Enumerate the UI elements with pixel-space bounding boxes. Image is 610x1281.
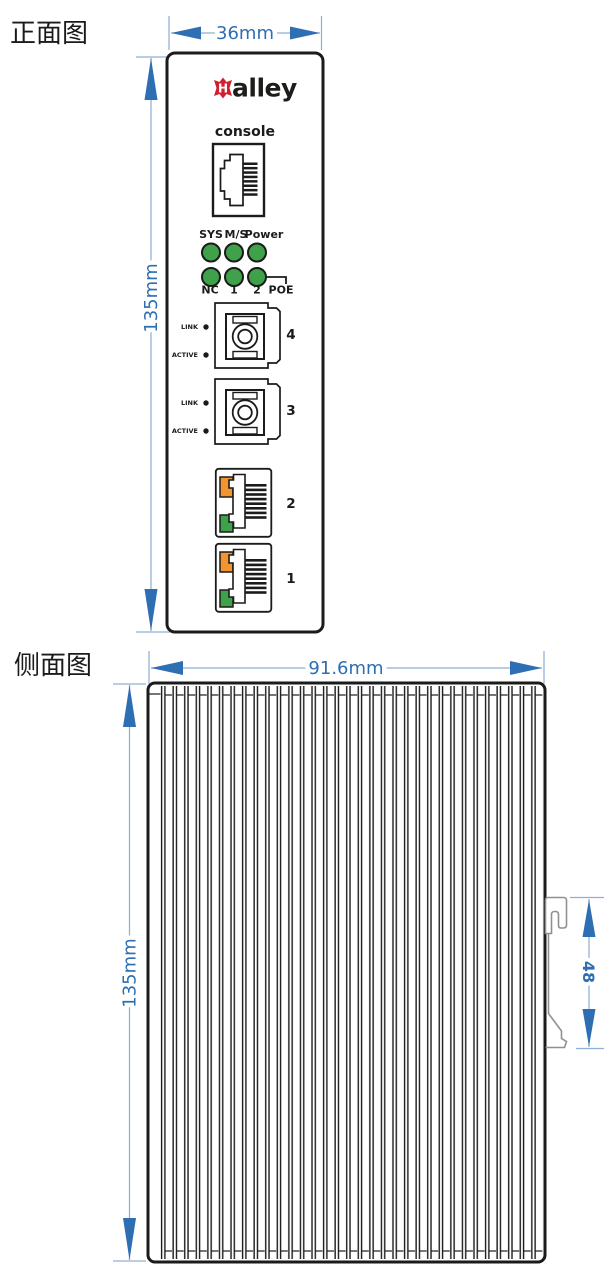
heatsink-fins: [160, 686, 543, 1259]
din-rail-dim-label: 48: [579, 961, 598, 983]
fiber3-active-label: ACTIVE: [172, 427, 198, 435]
led-label-ms: M/S: [225, 228, 248, 241]
led-cluster: SYS M/S Power NC 1 2 POE: [199, 228, 293, 297]
fiber3-link-label: LINK: [181, 399, 199, 407]
fiber4-number: 4: [286, 327, 295, 343]
rj45-port-icon: [214, 467, 273, 538]
rj45-pins-icon: [245, 559, 267, 594]
arrow-up-icon: [123, 685, 136, 727]
fiber3-number: 3: [286, 403, 295, 419]
din-rail-dimension: 48: [570, 896, 604, 1050]
arrow-down-icon: [123, 1218, 136, 1260]
rj45-jack-icon: [219, 153, 244, 207]
sc-connector-icon: [214, 378, 281, 445]
led-poe-nc: [201, 267, 221, 287]
din-clip-foot: [545, 933, 568, 1049]
led-label-nc: NC: [201, 284, 218, 297]
side-width-label: 91.6mm: [308, 658, 383, 679]
din-rail-clip: [544, 896, 568, 1049]
led-sys: [201, 242, 221, 263]
lan-port-1: 1: [214, 542, 296, 613]
rj45-pins-icon: [243, 162, 258, 196]
poe-bracket-line: [266, 276, 287, 284]
lan-port-2: 2: [214, 467, 296, 538]
arrow-left-icon: [151, 661, 183, 675]
led-label-2: 2: [253, 284, 261, 297]
sc-connector-icon: [214, 302, 281, 369]
led-label-1: 1: [230, 284, 238, 297]
side-view: 侧面图 91.6mm 135mm: [14, 651, 604, 1264]
din-clip-hook: [544, 896, 568, 935]
front-height-label: 135mm: [141, 263, 162, 332]
front-height-dimension: 135mm: [136, 56, 170, 633]
front-width-label: 36mm: [216, 23, 274, 44]
side-height-label: 135mm: [120, 938, 141, 1007]
front-view: 正面图 36mm 135mm H alley: [10, 16, 325, 634]
arrow-right-icon: [290, 26, 320, 40]
arrow-right-icon: [510, 661, 542, 675]
arrow-up-icon: [144, 58, 158, 100]
fiber4-active-led: [203, 352, 209, 358]
led-label-power: Power: [245, 228, 284, 241]
led-label-sys: SYS: [199, 228, 223, 241]
led-poe-2: [247, 267, 267, 287]
console-label: console: [215, 124, 275, 140]
led-ms: [224, 242, 244, 263]
fiber3-link-led: [203, 400, 209, 406]
fiber4-link-label: LINK: [181, 323, 199, 331]
side-width-dimension: 91.6mm: [148, 651, 545, 684]
console-port: console: [211, 124, 275, 218]
fiber4-link-led: [203, 324, 209, 330]
front-width-dimension: 36mm: [168, 16, 323, 50]
fiber3-active-led: [203, 428, 209, 434]
arrow-down-icon: [144, 589, 158, 631]
fiber4-active-label: ACTIVE: [172, 351, 198, 359]
led-label-poe: POE: [269, 284, 294, 297]
halley-logo: H alley: [214, 74, 297, 103]
lan2-number: 2: [286, 496, 295, 512]
halley-logo-letter: H: [218, 82, 228, 96]
halley-logo-wordmark: alley: [232, 74, 297, 103]
arrow-left-icon: [171, 26, 201, 40]
side-view-title: 侧面图: [14, 651, 92, 681]
side-height-dimension: 135mm: [113, 683, 146, 1262]
arrow-down-icon: [582, 1009, 596, 1047]
led-poe-1: [224, 267, 244, 287]
front-view-title: 正面图: [10, 19, 88, 49]
lan1-number: 1: [286, 571, 295, 587]
rj45-pins-icon: [245, 484, 267, 519]
rj45-port-icon: [214, 542, 273, 613]
fiber-port-4: LINK ACTIVE 4: [172, 302, 296, 369]
led-power: [247, 242, 267, 263]
halley-logo-mark-icon: [214, 77, 232, 99]
fiber-port-3: LINK ACTIVE 3: [172, 378, 296, 445]
arrow-up-icon: [582, 899, 596, 937]
